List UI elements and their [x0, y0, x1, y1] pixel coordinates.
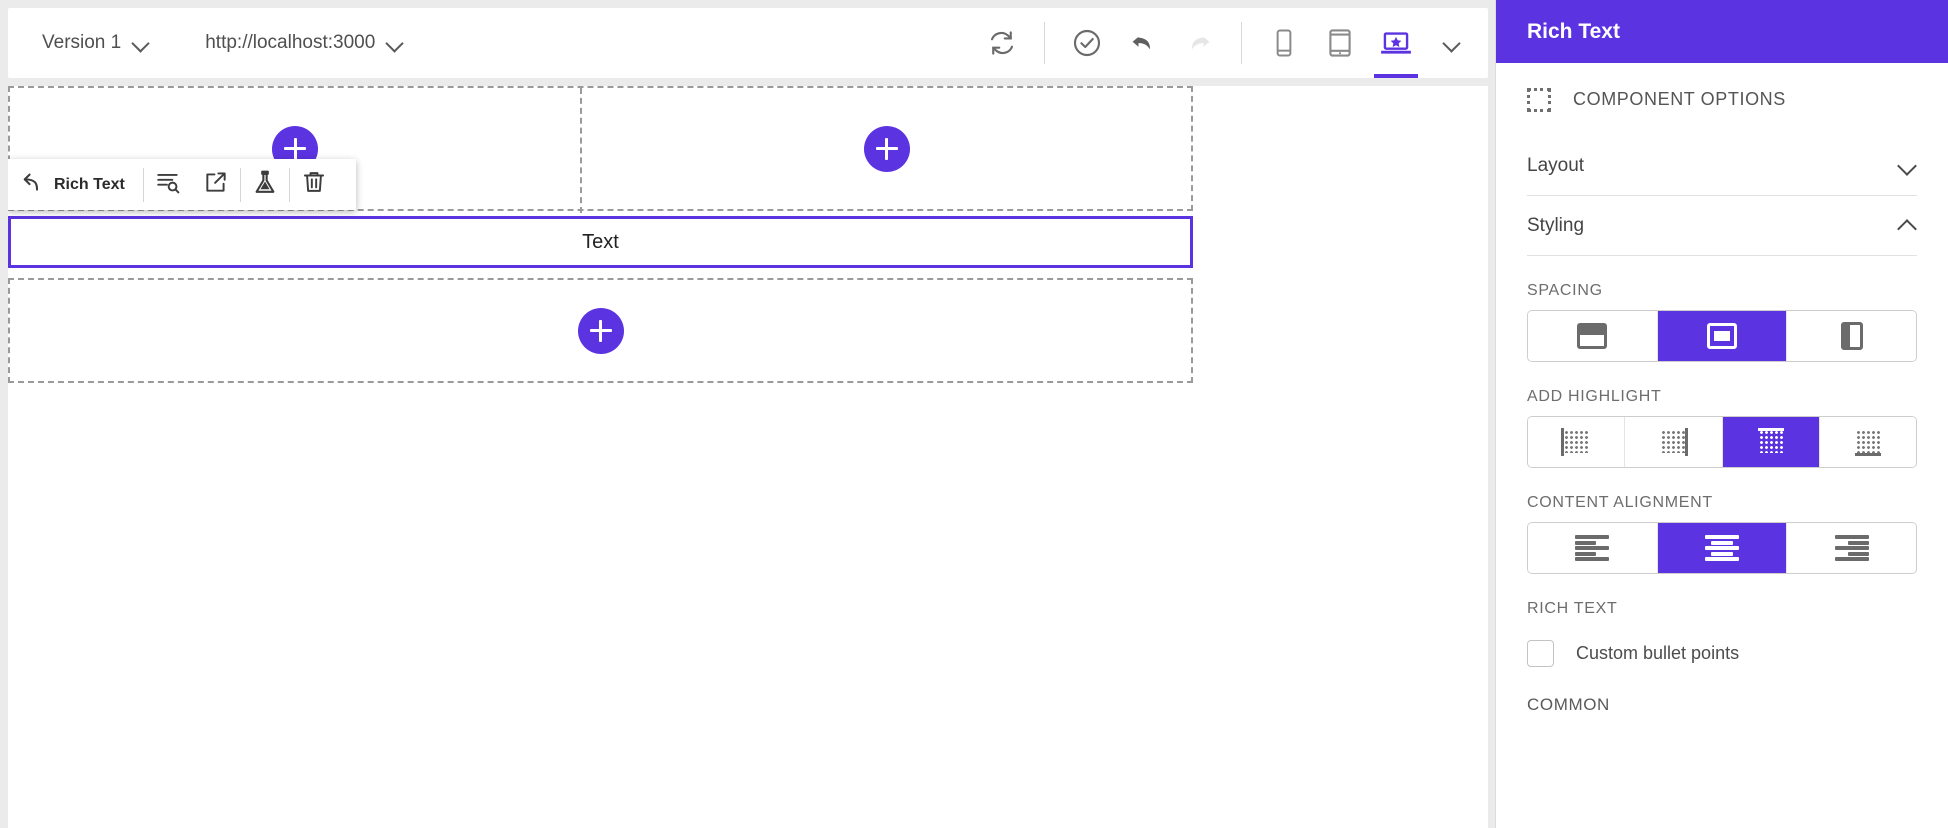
mobile-icon — [1267, 26, 1301, 60]
open-external-button[interactable] — [192, 159, 240, 210]
select-parent-button[interactable] — [8, 159, 52, 210]
highlight-right-icon — [1658, 428, 1689, 456]
highlight-left-icon — [1561, 428, 1591, 456]
refresh-icon — [987, 28, 1017, 58]
accordion-layout-label: Layout — [1527, 154, 1585, 176]
version-select[interactable]: Version 1 — [34, 26, 157, 60]
highlight-option-left[interactable] — [1528, 417, 1626, 467]
chevron-down-icon — [387, 35, 403, 51]
component-context-toolbar: Rich Text — [8, 159, 356, 210]
tablet-icon — [1322, 25, 1358, 61]
approve-button[interactable] — [1059, 8, 1115, 78]
toolbar-divider — [239, 167, 241, 202]
highlight-top-icon — [1756, 428, 1786, 456]
column-divider — [580, 88, 582, 213]
custom-bullet-points-row[interactable]: Custom bullet points — [1527, 640, 1917, 667]
toolbar-divider — [288, 167, 290, 202]
redo-icon — [1183, 27, 1215, 59]
add-highlight-label: ADD HIGHLIGHT — [1527, 388, 1662, 405]
rich-text-content: Text — [582, 230, 619, 253]
spacing-option-middle[interactable] — [1657, 311, 1788, 361]
device-mobile-button[interactable] — [1256, 8, 1312, 78]
more-options-button[interactable] — [1424, 8, 1480, 78]
refresh-group — [974, 8, 1030, 78]
canvas: Text Rich Text — [8, 86, 1488, 828]
component-options-header: COMPONENT OPTIONS — [1527, 63, 1917, 136]
spacing-option-left[interactable] — [1787, 311, 1916, 361]
align-left-icon — [1575, 535, 1610, 561]
arrow-up-left-icon — [17, 169, 43, 200]
accordion-styling[interactable]: Styling — [1527, 196, 1917, 256]
content-alignment-segmented-control — [1527, 522, 1917, 574]
accordion-styling-label: Styling — [1527, 214, 1585, 236]
chevron-down-icon — [1897, 156, 1917, 176]
editor-area: Version 1 http://localhost:3000 — [0, 0, 1495, 828]
edit-actions-group — [1059, 8, 1227, 78]
toolbar-right-group — [974, 8, 1488, 78]
chevron-down-icon — [1444, 35, 1460, 51]
align-option-left[interactable] — [1528, 523, 1658, 573]
common-label: COMMON — [1527, 695, 1610, 714]
align-right-icon — [1834, 535, 1869, 561]
custom-bullet-points-label: Custom bullet points — [1576, 643, 1740, 663]
device-tablet-button[interactable] — [1312, 8, 1368, 78]
toolbar-divider — [142, 167, 144, 202]
add-highlight-segmented-control — [1527, 416, 1917, 468]
spacing-option-top[interactable] — [1528, 311, 1658, 361]
dropzone-top-right[interactable] — [582, 88, 1191, 209]
content-alignment-label: CONTENT ALIGNMENT — [1527, 494, 1713, 511]
spacing-middle-icon — [1707, 323, 1737, 349]
align-option-center[interactable] — [1657, 523, 1788, 573]
redo-button[interactable] — [1171, 8, 1227, 78]
inspect-button[interactable] — [144, 159, 192, 210]
align-option-right[interactable] — [1787, 523, 1916, 573]
panel-title: Rich Text — [1527, 19, 1620, 43]
experiment-button[interactable] — [241, 159, 289, 210]
chevron-down-icon — [133, 35, 149, 51]
trash-icon — [301, 169, 327, 200]
approve-icon — [1071, 27, 1103, 59]
align-center-icon — [1705, 535, 1739, 561]
url-select-label: http://localhost:3000 — [205, 32, 376, 53]
delete-button[interactable] — [290, 159, 338, 210]
rich-text-label: RICH TEXT — [1527, 600, 1618, 617]
open-external-icon — [203, 169, 229, 200]
add-component-button[interactable] — [577, 307, 624, 354]
spacing-segmented-control — [1527, 310, 1917, 362]
url-select[interactable]: http://localhost:3000 — [197, 26, 411, 60]
highlight-option-bottom[interactable] — [1819, 417, 1916, 467]
accordion-layout[interactable]: Layout — [1527, 136, 1917, 196]
undo-button[interactable] — [1115, 8, 1171, 78]
toolbar-left-group: Version 1 http://localhost:3000 — [8, 26, 411, 60]
dotted-square-icon — [1527, 87, 1551, 112]
component-options-panel: Rich Text COMPONENT OPTIONS Layout Styli… — [1495, 0, 1948, 828]
highlight-option-top[interactable] — [1722, 417, 1820, 467]
dropzone-bottom[interactable] — [8, 278, 1193, 383]
desktop-star-icon — [1377, 24, 1415, 62]
component-name-label: Rich Text — [54, 175, 125, 193]
spacing-label: SPACING — [1527, 282, 1603, 299]
add-component-button[interactable] — [863, 125, 910, 172]
highlight-option-right[interactable] — [1625, 417, 1723, 467]
spacing-left-icon — [1840, 322, 1863, 350]
panel-body: COMPONENT OPTIONS Layout Styling SPACING — [1496, 63, 1948, 715]
panel-header: Rich Text — [1496, 0, 1948, 63]
version-select-label: Version 1 — [42, 32, 122, 53]
device-desktop-button[interactable] — [1368, 8, 1424, 78]
custom-bullet-points-checkbox[interactable] — [1527, 640, 1554, 667]
toolbar-divider — [1044, 22, 1045, 64]
highlight-bottom-icon — [1853, 428, 1883, 456]
undo-icon — [1127, 27, 1159, 59]
toolbar-divider — [1241, 22, 1242, 64]
top-toolbar: Version 1 http://localhost:3000 — [8, 8, 1488, 78]
component-options-label: COMPONENT OPTIONS — [1573, 89, 1786, 109]
refresh-button[interactable] — [974, 8, 1030, 78]
device-group — [1256, 8, 1480, 78]
inspect-list-icon — [155, 169, 181, 200]
chevron-up-icon — [1897, 216, 1917, 236]
spacing-top-icon — [1577, 323, 1608, 349]
flask-icon — [251, 168, 279, 201]
selected-rich-text-component[interactable]: Text — [8, 216, 1193, 268]
